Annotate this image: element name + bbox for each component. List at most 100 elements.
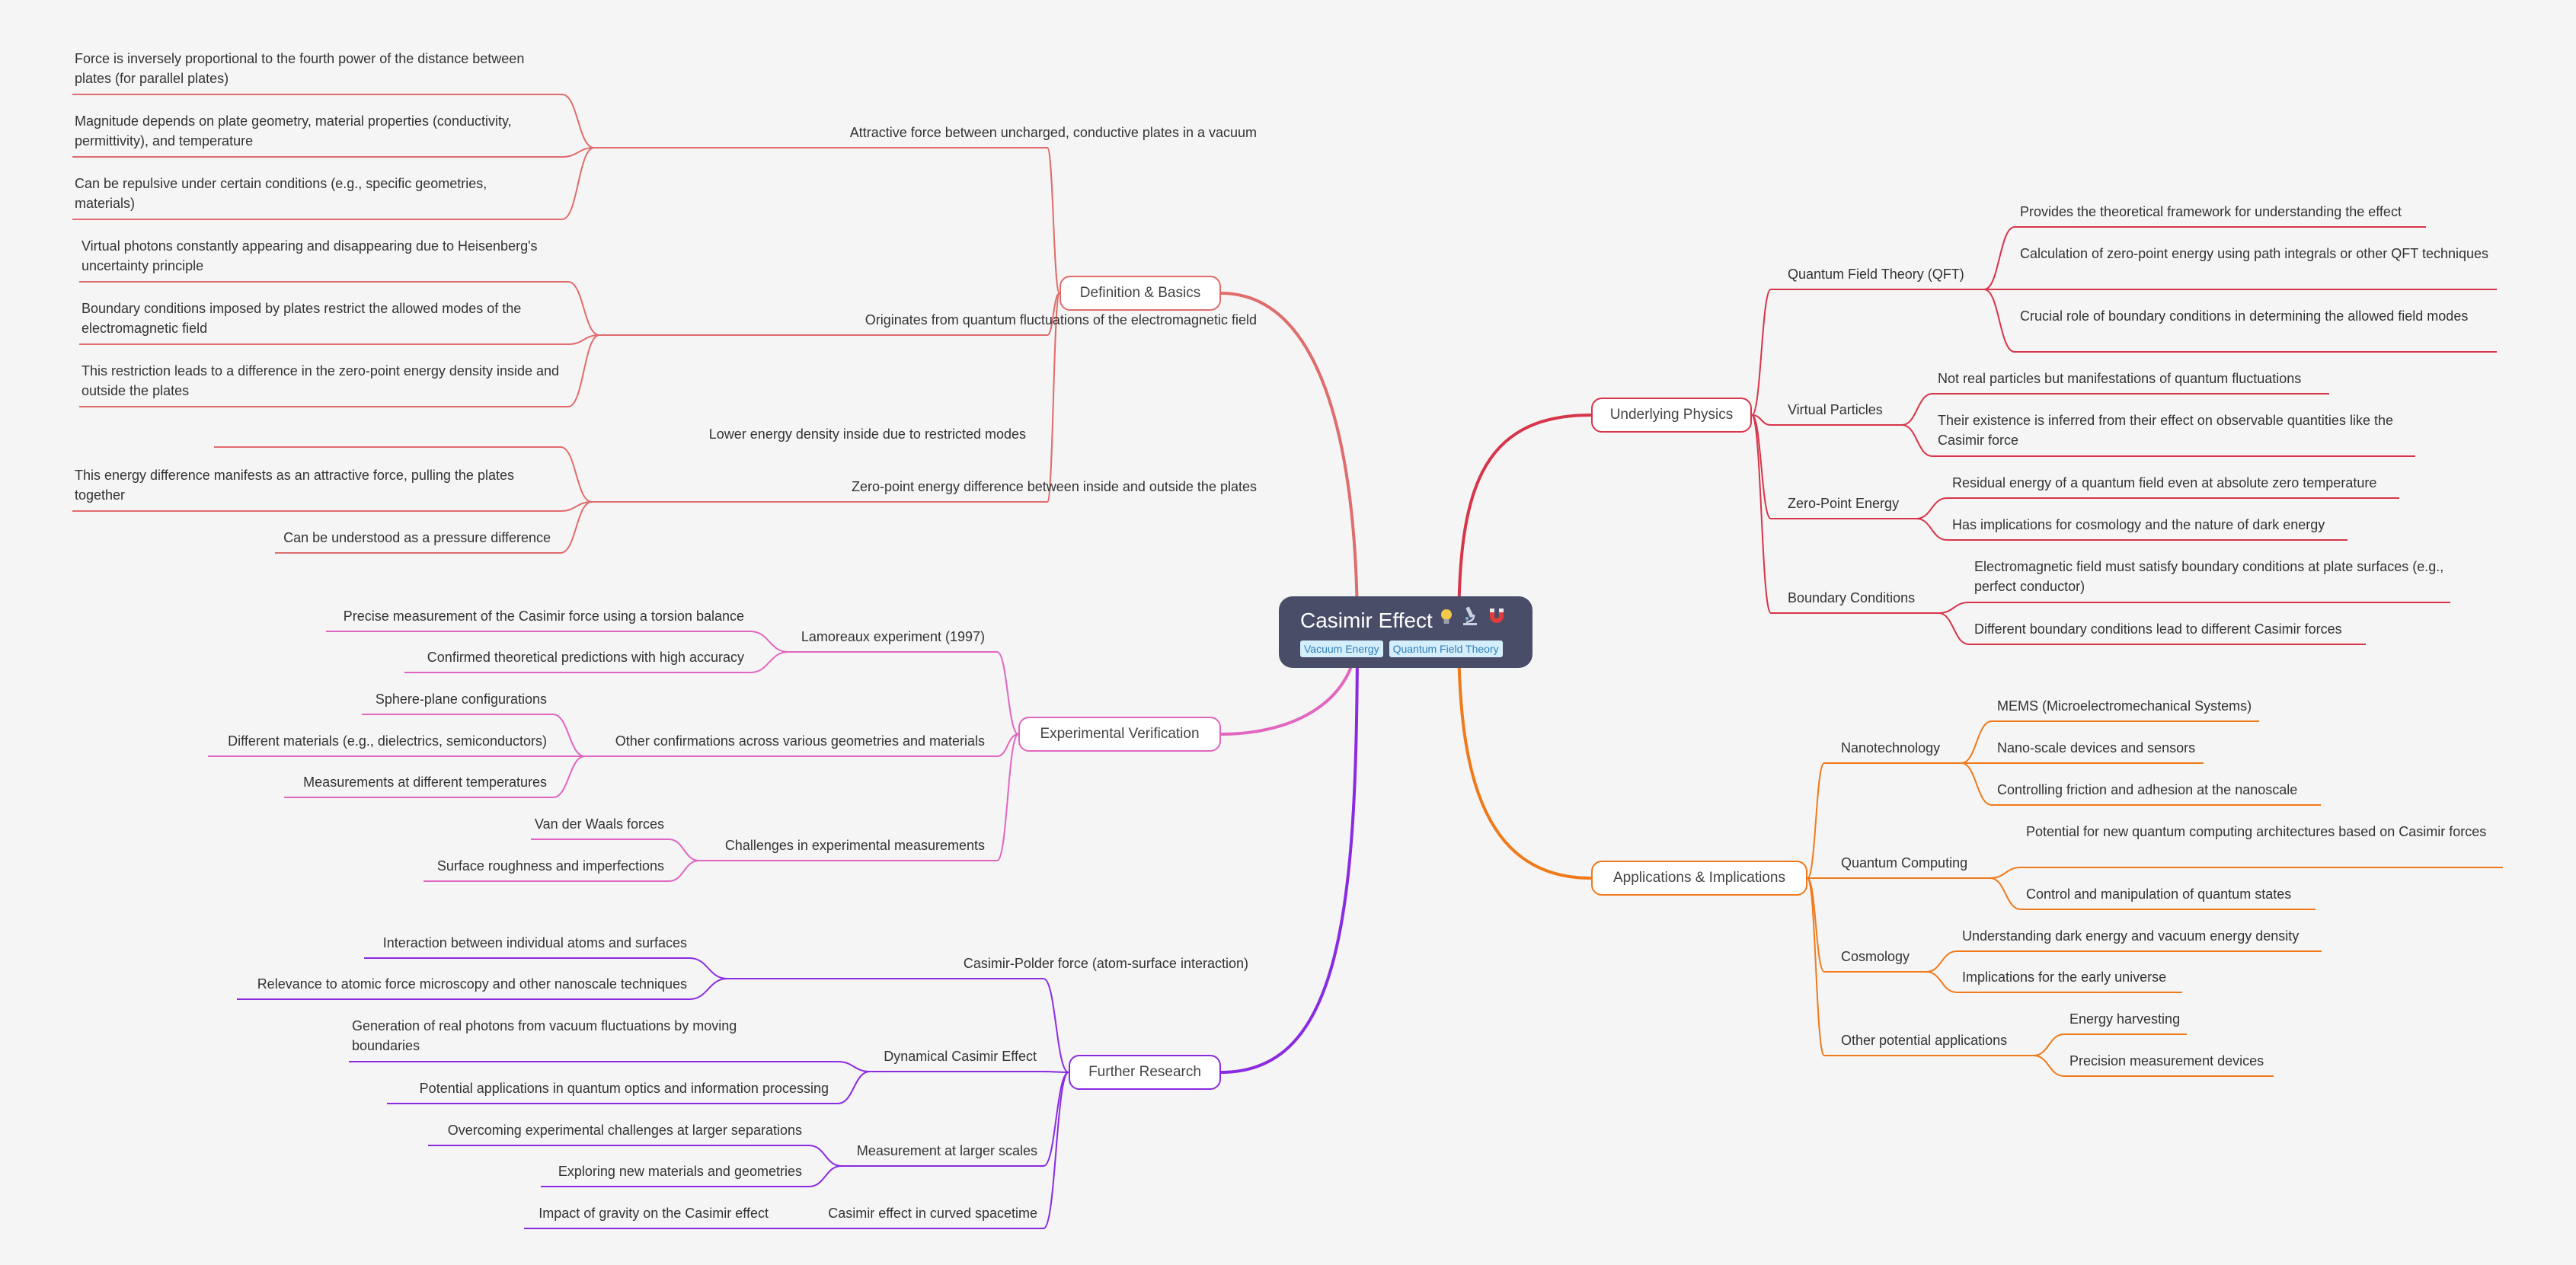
leaf-new-materials-geometries[interactable]: Exploring new materials and geometries [558,1164,802,1179]
topic-nanotechnology[interactable]: Nanotechnology [1841,740,1941,755]
edge-orig-2 [567,334,600,345]
leaf-new-architectures[interactable]: Potential for new quantum computing arch… [2026,824,2487,839]
edge-exp-lamoreaux [996,651,1019,735]
leaf-existence-inferred[interactable]: Their existence is inferred from their e… [1938,413,2393,448]
leaf-quantum-optics-applications[interactable]: Potential applications in quantum optics… [419,1081,829,1096]
edge-ph-boundary [1751,414,1772,614]
tag-quantum-field-theory[interactable]: Quantum Field Theory [1389,640,1503,657]
topic-other-confirmations[interactable]: Other confirmations across various geome… [615,733,985,749]
leaf-different-materials[interactable]: Different materials (e.g., dielectrics, … [228,733,547,749]
edge-chal-2 [668,860,700,882]
leaf-boundary-conditions-plates[interactable]: Boundary conditions imposed by plates re… [81,301,522,336]
edge-exp-challenges [996,733,1019,861]
edge-def-originates [1047,292,1060,336]
topic-other-applications[interactable]: Other potential applications [1841,1033,2008,1048]
leaf-magnitude-depends[interactable]: Magnitude depends on plate geometry, mat… [75,113,512,149]
leaf-confirmed-predictions[interactable]: Confirmed theoretical predictions with h… [427,650,744,665]
topic-zero-point-energy[interactable]: Zero-Point Energy [1788,496,1900,511]
topic-attractive-force[interactable]: Attractive force between uncharged, cond… [849,125,1257,140]
leaf-atoms-surfaces[interactable]: Interaction between individual atoms and… [382,935,687,950]
leaf-dark-energy[interactable]: Understanding dark energy and vacuum ene… [1962,928,2300,944]
topic-casimir-polder[interactable]: Casimir-Polder force (atom-surface inter… [963,956,1248,971]
leaf-afm-relevance[interactable]: Relevance to atomic force microscopy and… [257,976,687,992]
edge-oth-3 [552,755,586,798]
topic-qft[interactable]: Quantum Field Theory (QFT) [1788,267,1964,282]
topic-zero-point-energy-difference[interactable]: Zero-point energy difference between ins… [851,479,1257,494]
leaf-not-real-particles[interactable]: Not real particles but manifestations of… [1938,371,2302,386]
branch-definition-basics[interactable]: Definition & Basics [1059,276,1221,311]
edge-qc-1 [1990,867,2021,879]
topic-lamoreaux-experiment[interactable]: Lamoreaux experiment (1997) [801,629,985,644]
leaf-boundary-role[interactable]: Crucial role of boundary conditions in d… [2020,308,2469,324]
leaf-energy-difference-force[interactable]: This energy difference manifests as an a… [75,468,514,503]
edge-vp-2 [1901,424,1933,457]
leaf-mems[interactable]: MEMS (Microelectromechanical Systems) [1997,698,2252,714]
leaf-residual-energy[interactable]: Residual energy of a quantum field even … [1952,475,2377,490]
edge-orig-1 [567,281,600,336]
edge-ap-other [1807,877,1825,1056]
leaf-impact-of-gravity[interactable]: Impact of gravity on the Casimir effect [539,1206,769,1221]
edge-lrg-2 [808,1165,842,1187]
leaf-can-be-repulsive[interactable]: Can be repulsive under certain condition… [75,176,487,211]
leaf-quantum-states-control[interactable]: Control and manipulation of quantum stat… [2026,886,2292,902]
edge-root-applications [1457,631,1592,880]
leaf-larger-separations[interactable]: Overcoming experimental challenges at la… [447,1123,802,1138]
topic-boundary-conditions[interactable]: Boundary Conditions [1788,590,1916,605]
magnet-icon [1486,605,1507,636]
leaf-van-der-waals[interactable]: Van der Waals forces [534,816,664,832]
edge-exp-other [996,733,1019,757]
leaf-different-boundary[interactable]: Different boundary conditions lead to di… [1974,621,2342,637]
leaf-cosmology-implications[interactable]: Has implications for cosmology and the n… [1952,517,2325,532]
edge-lrg-1 [808,1145,842,1167]
leaf-surface-roughness[interactable]: Surface roughness and imperfections [436,858,664,874]
edge-def-attractive [1047,147,1060,294]
edge-qft-1 [1983,226,2015,290]
topic-originates-quantum-fluctuations[interactable]: Originates from quantum fluctuations of … [865,312,1257,327]
leaf-early-universe[interactable]: Implications for the early universe [1962,970,2167,985]
edge-lam-2 [749,651,789,673]
leaf-theoretical-framework[interactable]: Provides the theoretical framework for u… [2020,204,2402,219]
leaf-virtual-photons[interactable]: Virtual photons constantly appearing and… [81,238,538,273]
lightbulb-icon [1439,606,1454,635]
tag-vacuum-energy[interactable]: Vacuum Energy [1300,640,1383,657]
topic-larger-scales[interactable]: Measurement at larger scales [856,1143,1037,1158]
branch-experimental-verification[interactable]: Experimental Verification [1018,717,1221,752]
leaf-nano-devices[interactable]: Nano-scale devices and sensors [1997,740,2196,755]
branch-applications-implications[interactable]: Applications & Implications [1591,861,1807,896]
edge-ph-zpe [1751,414,1772,519]
leaf-restriction-difference[interactable]: This restriction leads to a difference i… [81,363,560,398]
root-node[interactable]: Casimir Effect Vacuum Energy Quantum Fie… [1279,596,1532,668]
edge-cos-1 [1926,950,1958,973]
topic-virtual-particles[interactable]: Virtual Particles [1788,402,1883,417]
leaf-different-temperatures[interactable]: Measurements at different temperatures [303,775,547,790]
leaf-energy-harvesting[interactable]: Energy harvesting [2069,1011,2181,1027]
topic-experimental-challenges[interactable]: Challenges in experimental measurements [724,838,985,853]
edge-zp-3 [560,501,593,554]
edge-pol-2 [689,978,728,1000]
edge-attr-3 [561,147,595,220]
leaf-real-photons[interactable]: Generation of real photons from vacuum f… [352,1018,737,1053]
topic-curved-spacetime[interactable]: Casimir effect in curved spacetime [828,1206,1037,1221]
edge-qft-3 [1983,289,2015,353]
topic-dynamical-casimir[interactable]: Dynamical Casimir Effect [884,1049,1037,1064]
branch-underlying-physics[interactable]: Underlying Physics [1591,398,1752,433]
branch-further-research[interactable]: Further Research [1069,1055,1221,1090]
edge-oth-app-1 [2033,1033,2065,1056]
leaf-lower-energy-density[interactable]: Lower energy density inside due to restr… [708,426,1026,442]
leaf-friction-adhesion[interactable]: Controlling friction and adhesion at the… [1997,782,2298,797]
leaf-pressure-difference[interactable]: Can be understood as a pressure differen… [283,530,551,545]
leaf-torsion-balance[interactable]: Precise measurement of the Casimir force… [343,609,744,624]
edge-zpe-2 [1916,518,1948,541]
leaf-precision-measurement[interactable]: Precision measurement devices [2069,1053,2264,1069]
leaf-sphere-plane[interactable]: Sphere-plane configurations [375,692,547,707]
topic-quantum-computing[interactable]: Quantum Computing [1841,855,1968,870]
edge-zp-1 [560,446,593,503]
edge-root-definition [1220,292,1359,633]
topic-cosmology[interactable]: Cosmology [1841,949,1910,964]
edge-cos-2 [1926,971,1958,993]
leaf-inverse-fourth-power[interactable]: Force is inversely proportional to the f… [75,51,525,86]
edge-attr-1 [561,94,595,149]
leaf-em-field-boundary[interactable]: Electromagnetic field must satisfy bound… [1974,559,2444,594]
leaf-zero-point-calculation[interactable]: Calculation of zero-point energy using p… [2020,246,2489,261]
